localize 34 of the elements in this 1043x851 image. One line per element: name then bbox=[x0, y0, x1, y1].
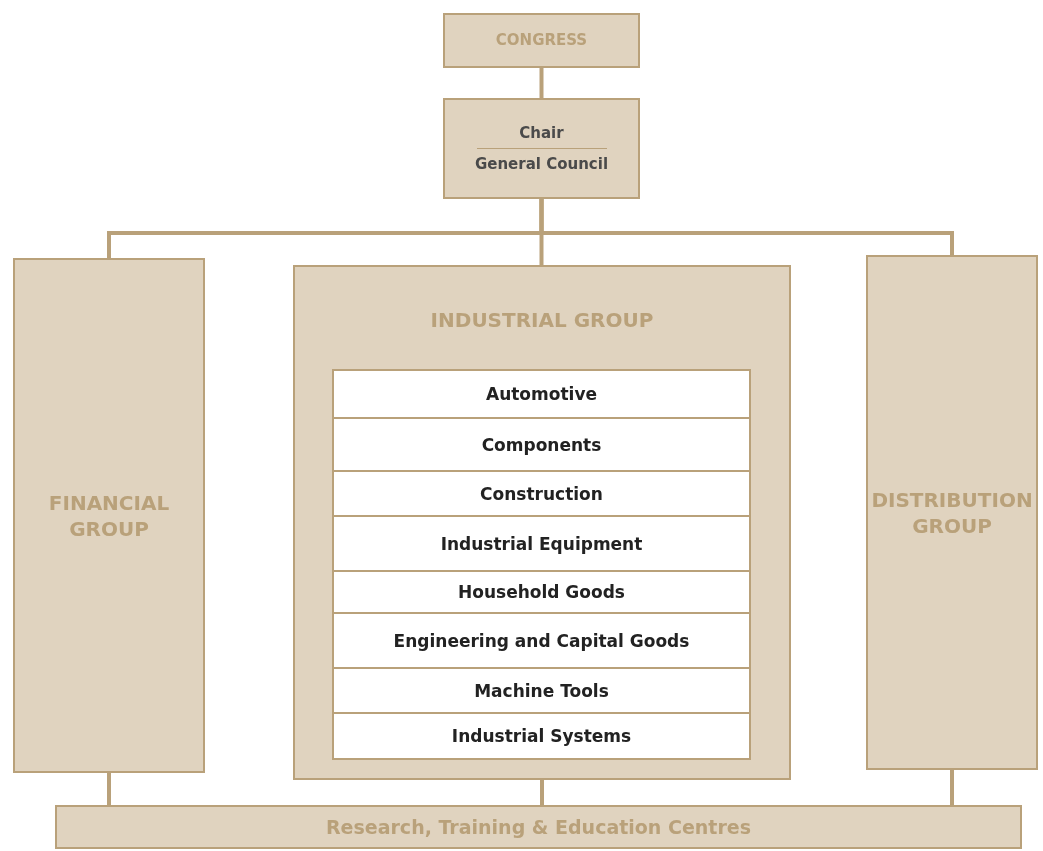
group-label: DISTRIBUTION GROUP bbox=[870, 486, 1034, 539]
org-box bbox=[55, 805, 1022, 849]
connector-line bbox=[539, 68, 544, 98]
unit-row bbox=[332, 515, 751, 572]
org-box bbox=[443, 13, 640, 68]
connector-line bbox=[107, 773, 111, 805]
unit-row bbox=[332, 612, 751, 669]
org-box bbox=[13, 258, 205, 773]
unit-row bbox=[332, 369, 751, 419]
item-label: Engineering and Capital Goods bbox=[393, 630, 690, 651]
unit-row bbox=[332, 667, 751, 714]
item-label: Construction bbox=[480, 483, 603, 504]
unit-row bbox=[332, 712, 751, 760]
group-label: CONGRESS bbox=[495, 30, 588, 51]
connector-line bbox=[950, 770, 954, 805]
council-label: General Council bbox=[474, 154, 609, 175]
unit-row bbox=[332, 470, 751, 517]
item-label: Household Goods bbox=[458, 582, 625, 602]
org-box bbox=[866, 255, 1038, 770]
org-box bbox=[293, 265, 791, 780]
group-label: INDUSTRIAL GROUP bbox=[430, 307, 654, 333]
org-box bbox=[443, 98, 640, 199]
item-label: Automotive bbox=[486, 384, 597, 404]
connector-line bbox=[539, 199, 954, 255]
item-label: Industrial Systems bbox=[451, 726, 632, 746]
unit-row bbox=[332, 570, 751, 614]
council-label: Chair bbox=[519, 123, 564, 144]
group-label: FINANCIAL GROUP bbox=[47, 489, 171, 542]
unit-row bbox=[332, 417, 751, 472]
group-label: Research, Training & Education Centres bbox=[325, 814, 752, 840]
item-label: Machine Tools bbox=[474, 680, 609, 701]
connector-line bbox=[540, 780, 544, 805]
item-label: Industrial Equipment bbox=[440, 533, 643, 554]
item-label: Components bbox=[481, 434, 602, 455]
